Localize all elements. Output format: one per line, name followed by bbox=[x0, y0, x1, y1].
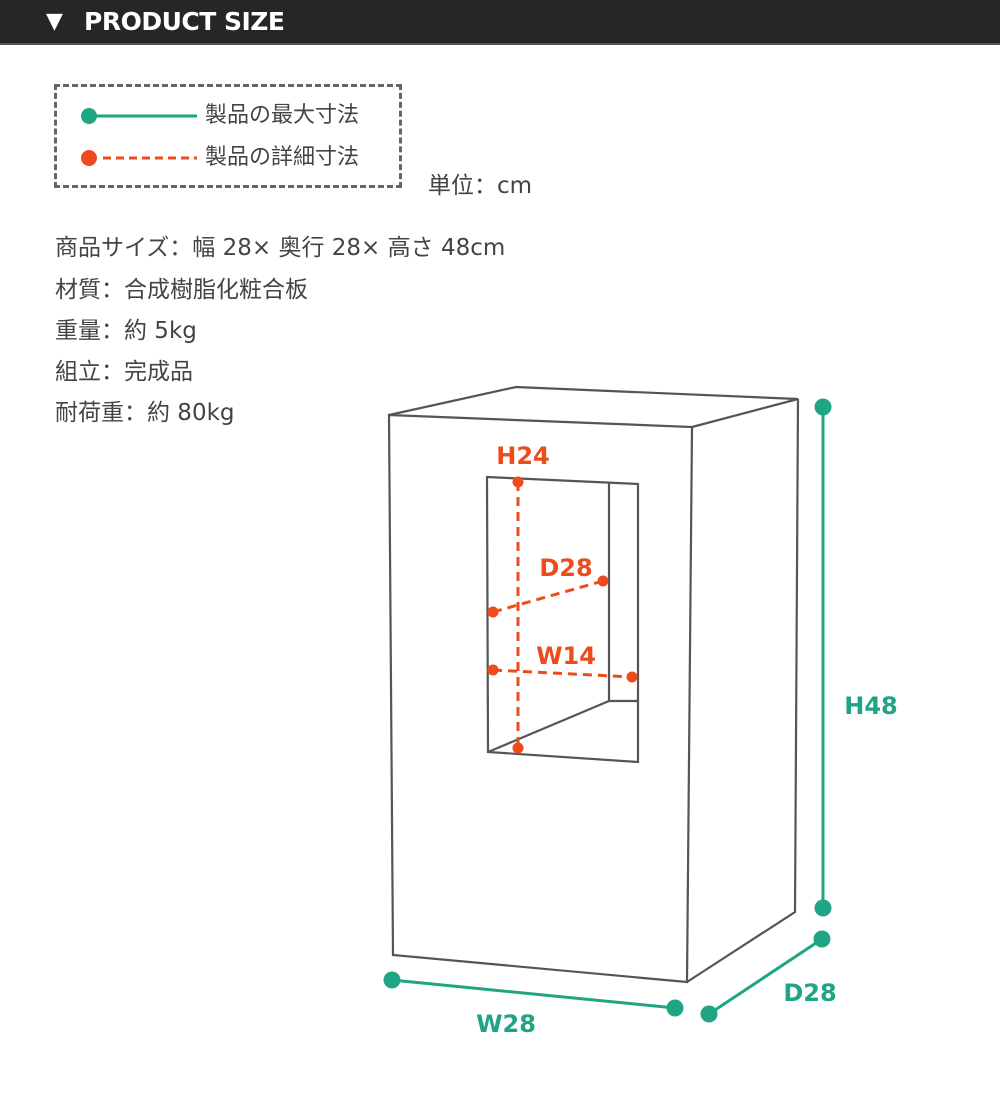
solid-line-icon bbox=[81, 108, 197, 124]
max-dimension-lines bbox=[391, 407, 825, 1016]
cabinet-outline bbox=[387, 385, 800, 984]
inner-width-label: W14 bbox=[536, 642, 596, 670]
depth-label: D28 bbox=[783, 979, 836, 1007]
dashed-line-icon bbox=[81, 150, 197, 166]
section-title: PRODUCT SIZE bbox=[84, 7, 285, 36]
inner-height-label: H24 bbox=[496, 442, 549, 470]
height-label: H48 bbox=[844, 692, 897, 720]
section-header: ▼ PRODUCT SIZE bbox=[0, 0, 1000, 45]
spec-assembly: 組立：完成品 bbox=[55, 359, 193, 385]
spec-size: 商品サイズ：幅 28× 奥行 28× 高さ 48cm bbox=[55, 235, 506, 261]
opening bbox=[485, 475, 640, 764]
legend-detail-label: 製品の詳細寸法 bbox=[205, 145, 360, 170]
detail-dimension-lines bbox=[492, 482, 633, 748]
legend: 製品の最大寸法 製品の詳細寸法 bbox=[54, 84, 402, 188]
spec-weight: 重量：約 5kg bbox=[55, 318, 197, 344]
unit-label: 単位：cm bbox=[428, 173, 533, 199]
inner-depth-label: D28 bbox=[539, 554, 592, 582]
spec-load: 耐荷重：約 80kg bbox=[55, 400, 235, 426]
spec-material: 材質：合成樹脂化粧合板 bbox=[55, 277, 308, 303]
width-label: W28 bbox=[476, 1010, 536, 1038]
triangle-down-icon: ▼ bbox=[46, 9, 63, 34]
legend-max-label: 製品の最大寸法 bbox=[205, 103, 360, 128]
